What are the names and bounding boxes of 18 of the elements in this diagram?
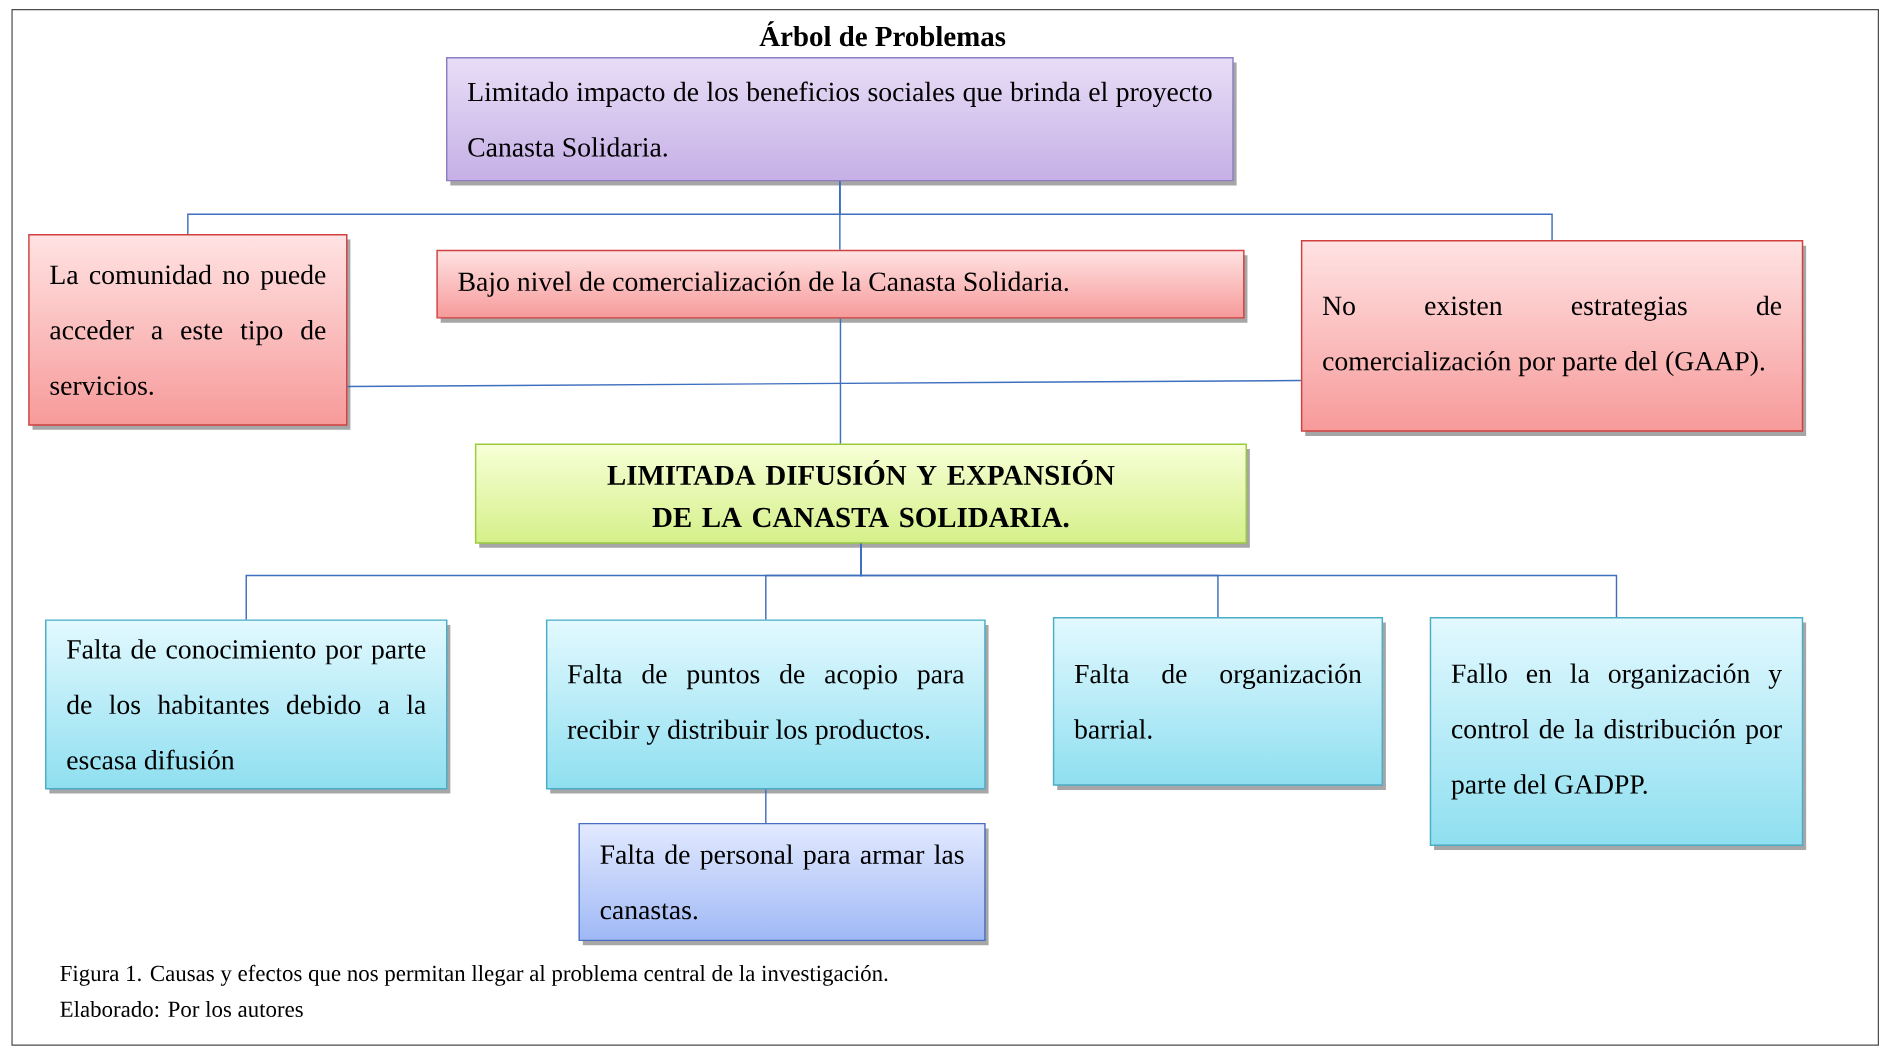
problem-box: Bajo nivel de comercialización de la Canasta Solidaria. — [436, 249, 1248, 323]
connector-line — [839, 318, 842, 445]
problem-box: Falta de organización barrial. — [1052, 617, 1386, 791]
connector-line — [346, 380, 1302, 388]
connector-line — [765, 788, 767, 824]
credit-note: Elaborado: Por los autores — [60, 1001, 303, 1018]
connector-line — [839, 180, 1553, 242]
problem-box: Limitado impacto de los beneficios sociales que brinda el proyecto Canasta Solidaria. — [446, 57, 1237, 186]
caption: Figura 1. Causas y efectos que nos permitan llegar al problema central de la investigación. — [60, 965, 888, 987]
problem-box: Fallo en la organización y control de la distribución por parte del GADPP. — [1429, 617, 1807, 851]
problem-box: Falta de personal para armar las canastas. — [578, 823, 989, 946]
problem-box: LIMITADA DIFUSIÓN Y EXPANSIÓN DE LA CANASTA SOLIDARIA. — [474, 443, 1250, 549]
problem-box: Falta de puntos de acopio para recibir y distribuir los productos. — [545, 619, 989, 794]
connector-line — [860, 543, 1618, 618]
title: Árbol de Problemas — [759, 21, 1006, 47]
problem-box: No existen estrategias de comercialización por parte del (GAAP). — [1300, 240, 1807, 437]
problem-box: Falta de conocimiento por parte de los habitantes debido a la escasa difusión — [45, 619, 451, 794]
problem-box: La comunidad no puede acceder a este tipo de servicios. — [28, 234, 351, 431]
